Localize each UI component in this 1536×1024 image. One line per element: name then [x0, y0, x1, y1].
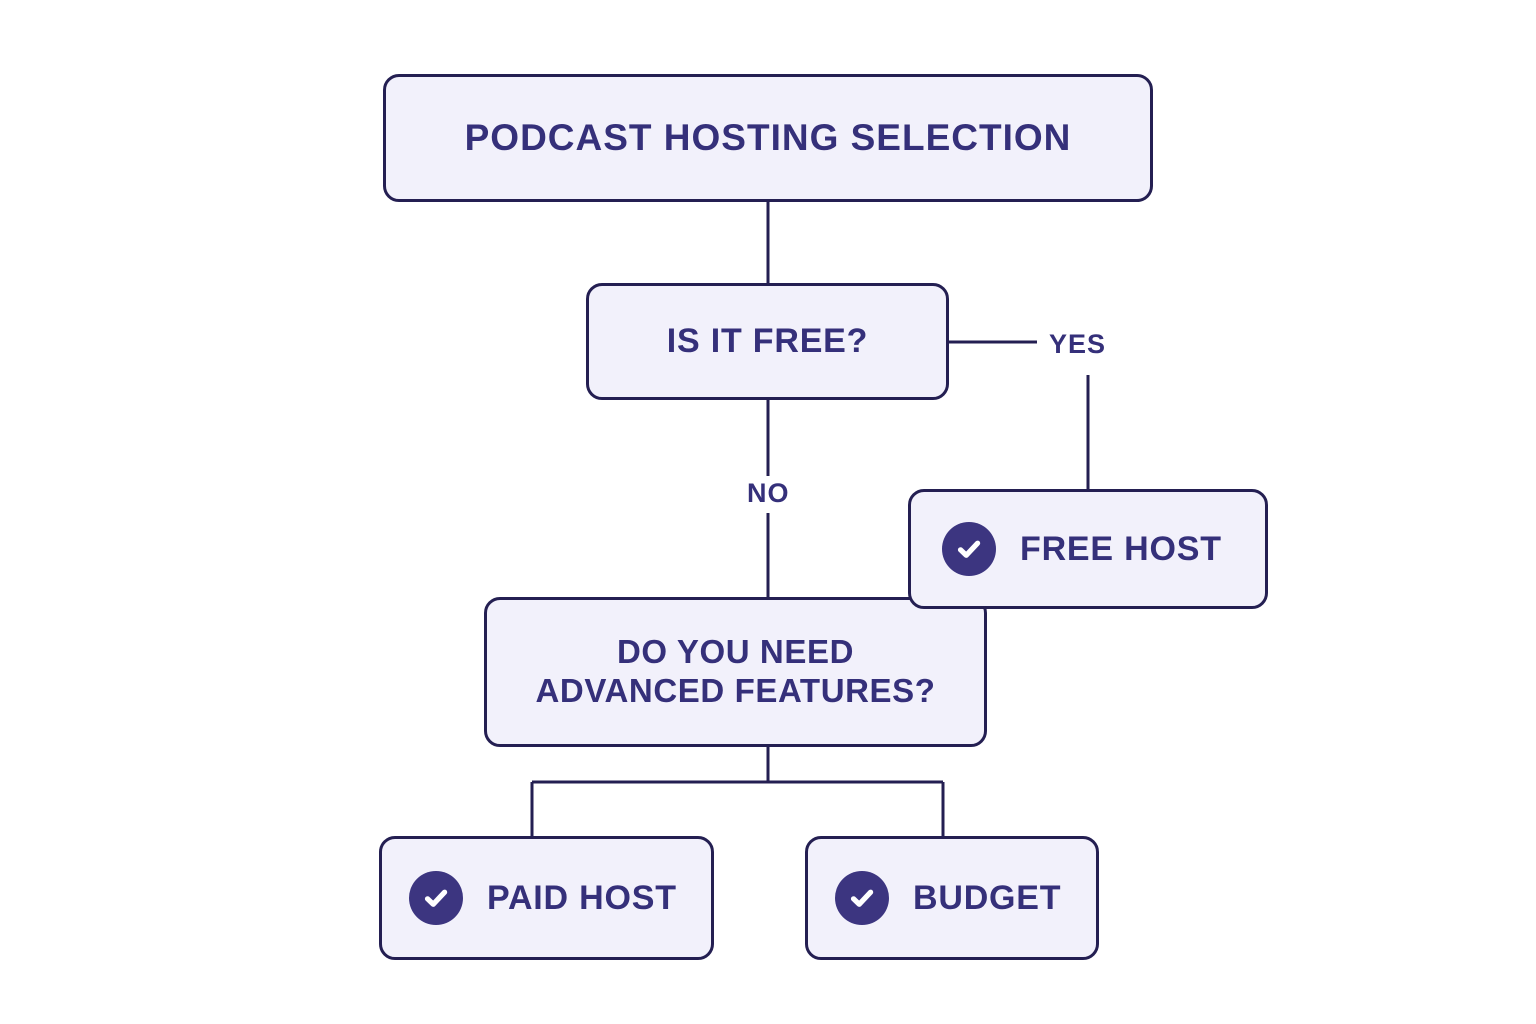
- check-circle-icon: [942, 522, 996, 576]
- node-advanced-features-label: DO YOU NEED ADVANCED FEATURES?: [535, 633, 936, 709]
- node-paid-host[interactable]: PAID HOST: [379, 836, 714, 960]
- edge-label-yes: YES: [1043, 327, 1113, 362]
- node-advanced-features[interactable]: DO YOU NEED ADVANCED FEATURES?: [484, 597, 987, 747]
- node-is-it-free-label: IS IT FREE?: [666, 322, 869, 361]
- node-budget-label: BUDGET: [913, 878, 1062, 917]
- edge-label-no: NO: [741, 476, 796, 511]
- node-paid-host-label: PAID HOST: [487, 878, 677, 917]
- check-circle-icon: [835, 871, 889, 925]
- node-title-label: PODCAST HOSTING SELECTION: [464, 117, 1072, 159]
- node-is-it-free[interactable]: IS IT FREE?: [586, 283, 949, 400]
- node-free-host-label: FREE HOST: [1020, 529, 1222, 568]
- node-free-host[interactable]: FREE HOST: [908, 489, 1268, 609]
- node-budget[interactable]: BUDGET: [805, 836, 1099, 960]
- node-podcast-hosting-selection[interactable]: PODCAST HOSTING SELECTION: [383, 74, 1153, 202]
- check-circle-icon: [409, 871, 463, 925]
